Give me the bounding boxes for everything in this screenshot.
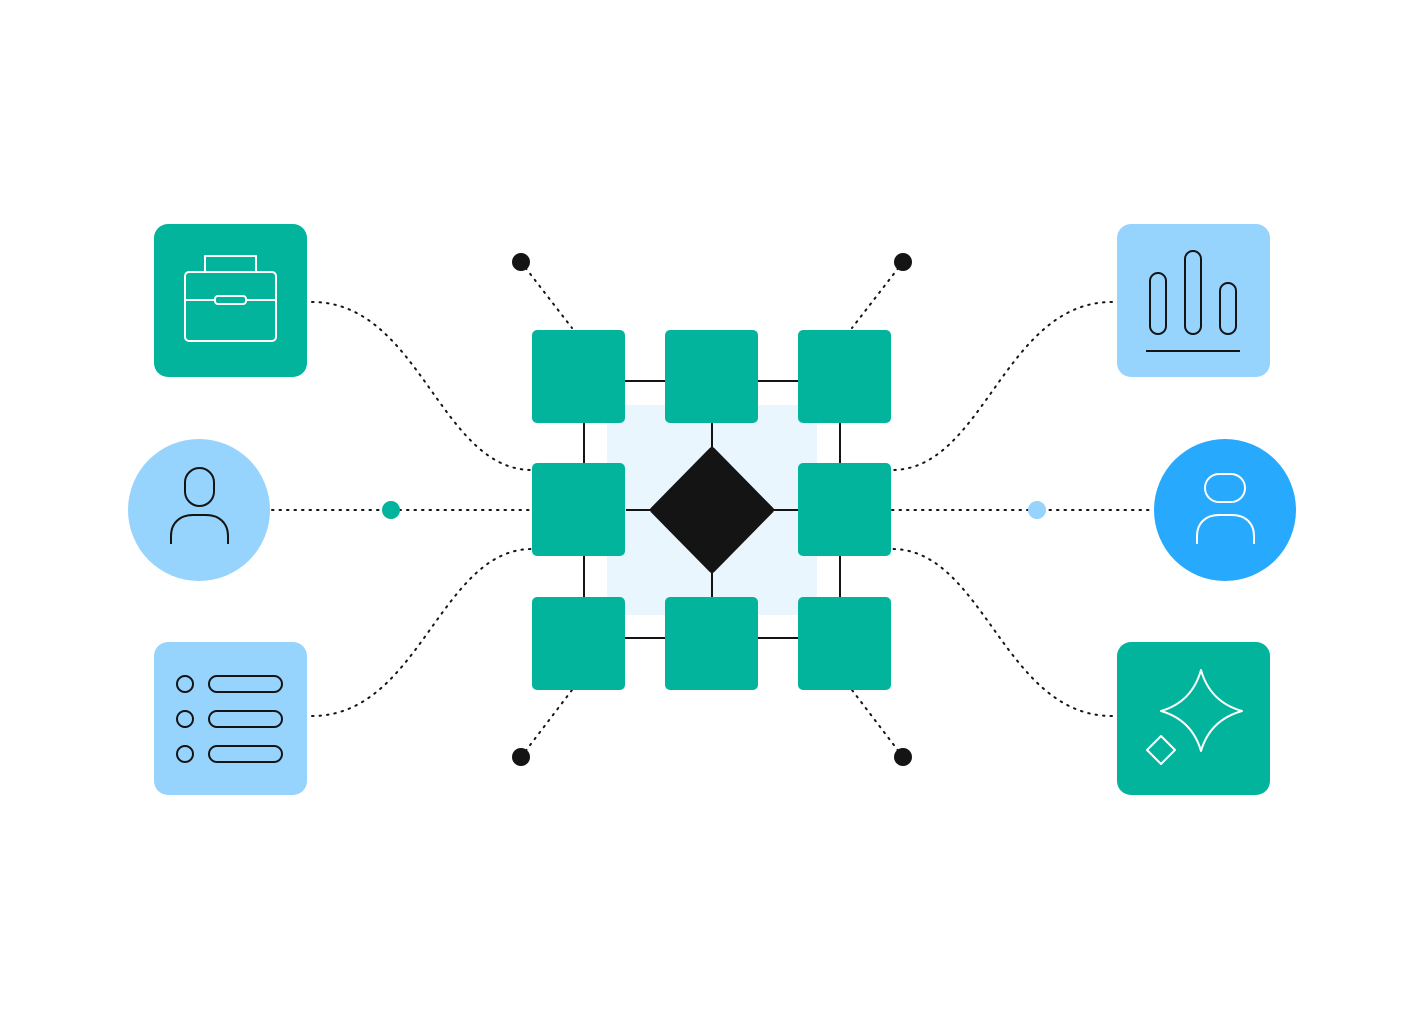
hub-block xyxy=(798,330,891,423)
hub-block xyxy=(665,597,758,690)
hub-block xyxy=(665,330,758,423)
hub-blocks xyxy=(532,330,891,690)
corner-dots xyxy=(512,253,912,766)
list-icon xyxy=(176,675,283,763)
node-chart xyxy=(1117,224,1270,377)
corner-dot-tr xyxy=(894,253,912,271)
hub-block xyxy=(532,463,625,556)
node-user-right xyxy=(1154,439,1296,581)
corner-dot-bl xyxy=(512,748,530,766)
node-sparkle xyxy=(1117,642,1270,795)
node-list xyxy=(154,642,307,795)
midpoint-dot-left xyxy=(382,501,400,519)
corner-dot-br xyxy=(894,748,912,766)
connector-list xyxy=(311,548,533,717)
node-user-left xyxy=(128,439,270,581)
hub-block xyxy=(532,597,625,690)
node-briefcase xyxy=(154,224,307,377)
briefcase-icon xyxy=(184,255,277,342)
corner-dot-tl xyxy=(512,253,530,271)
hub-block xyxy=(532,330,625,423)
sparkle-icon xyxy=(1146,669,1243,765)
connectors xyxy=(271,261,1153,758)
connector-corner-tr xyxy=(851,261,904,329)
hub-block xyxy=(798,597,891,690)
connector-briefcase xyxy=(311,301,533,471)
hub-block xyxy=(798,463,891,556)
connector-corner-tl xyxy=(520,261,573,329)
diamond-icon xyxy=(650,447,774,573)
user-icon xyxy=(170,467,229,544)
connector-corner-bl xyxy=(520,689,573,758)
user-icon xyxy=(1196,473,1255,544)
connector-sparkle xyxy=(891,548,1113,717)
connector-corner-br xyxy=(851,689,904,758)
connector-chart xyxy=(891,301,1113,471)
bar-chart-icon xyxy=(1146,250,1240,352)
midpoint-dot-right xyxy=(1028,501,1046,519)
